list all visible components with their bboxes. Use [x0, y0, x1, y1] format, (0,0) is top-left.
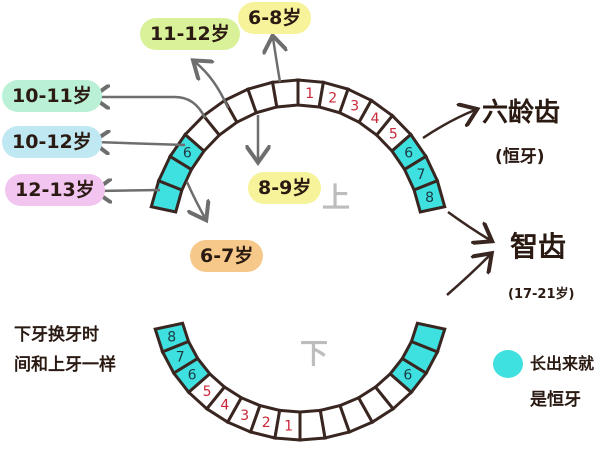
upper-tooth-number: 3	[350, 99, 359, 115]
legend-permanent-swatch	[493, 350, 523, 378]
upper-tooth-number: 1	[305, 86, 314, 102]
arrow-11-12	[195, 62, 230, 109]
lower-tooth-number: 6	[403, 368, 412, 384]
legend-line1: 长出来就	[530, 354, 595, 373]
age-bubble-10-11: 10-11岁	[2, 80, 102, 112]
lower-note-line2: 间和上牙一样	[14, 355, 116, 375]
upper-tooth-number: 2	[328, 90, 337, 106]
dark-arrows	[422, 110, 490, 296]
arrow-10-11	[95, 97, 207, 119]
age-bubble-8-9: 8-9岁	[248, 172, 322, 204]
arrow-six-year-molar	[422, 110, 475, 140]
lower-tooth-number: 7	[176, 349, 185, 365]
age-bubble-11-12: 11-12岁	[140, 18, 240, 50]
arrow-wisdom-upper	[447, 210, 490, 240]
lower-tooth-number: 8	[167, 330, 176, 346]
age-bubble-6-8: 6-8岁	[238, 2, 312, 34]
lower-tooth-number: 6	[188, 368, 197, 384]
lower-tooth	[409, 321, 447, 354]
arrow-12-13	[97, 190, 161, 191]
six-year-molar-sub: (恒牙)	[495, 147, 545, 167]
age-bubble-12-13: 12-13岁	[5, 174, 105, 206]
wisdom-tooth-sub: (17-21岁)	[508, 287, 575, 302]
upper-tooth-number: 6	[404, 146, 413, 162]
lower-tooth-number: 4	[220, 397, 229, 413]
upper-tooth	[412, 178, 447, 214]
upper-tooth-number: 4	[371, 111, 380, 127]
age-bubble-10-12: 10-12岁	[2, 126, 102, 158]
arrow-10-12	[95, 142, 186, 145]
upper-tooth-number: 7	[416, 167, 425, 183]
lower-jaw-label: 下	[300, 337, 329, 370]
lower-note-line1: 下牙换牙时	[14, 325, 99, 345]
upper-jaw-label: 上	[322, 181, 351, 214]
upper-tooth-number: 5	[389, 127, 398, 143]
upper-tooth	[270, 78, 300, 109]
legend-line2: 是恒牙	[530, 390, 581, 410]
lower-tooth-number: 2	[262, 415, 271, 431]
arrow-6-8	[273, 38, 280, 83]
arrow-6-7	[185, 181, 205, 218]
lower-tooth-number: 3	[240, 408, 249, 424]
arrow-wisdom-lower	[446, 255, 490, 296]
upper-tooth-number: 6	[183, 146, 192, 162]
arrows	[95, 38, 280, 218]
six-year-molar-title: 六龄齿	[482, 98, 561, 128]
upper-tooth-number: 8	[425, 190, 434, 206]
wisdom-tooth-title: 智齿	[510, 230, 567, 263]
age-bubble-6-7: 6-7岁	[190, 240, 264, 272]
lower-tooth-number: 1	[284, 419, 293, 435]
lower-tooth-number: 5	[203, 384, 212, 400]
